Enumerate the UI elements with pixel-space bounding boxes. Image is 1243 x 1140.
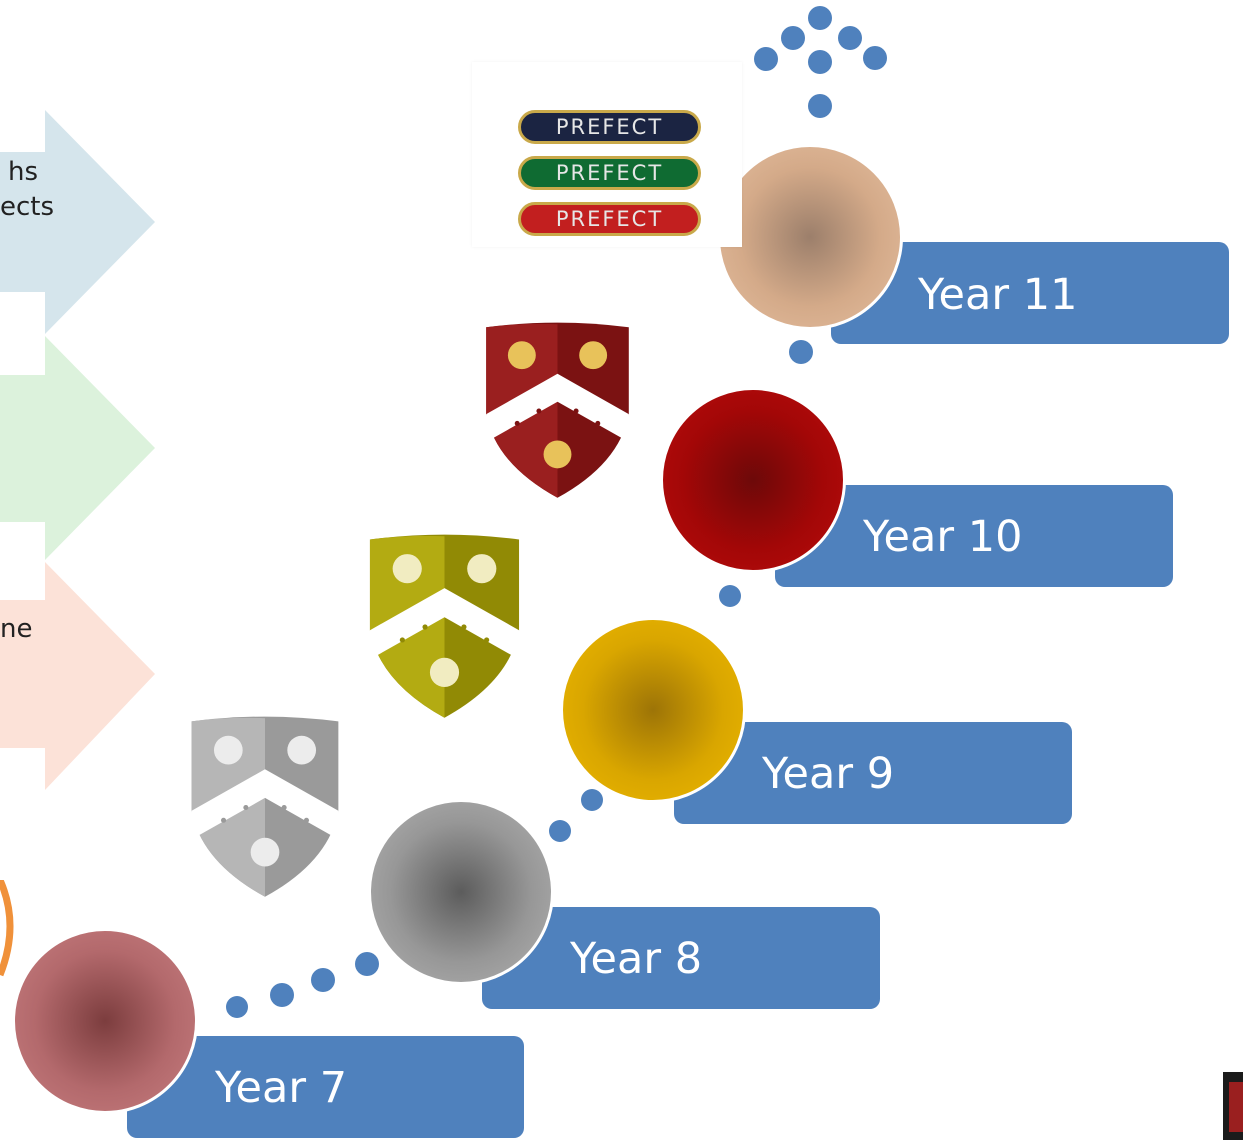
arrow-peach-line-1: ne [0,614,33,644]
connector-dot [581,789,603,811]
arrow-peach-text: ne [0,612,32,647]
prefect-badge-navy: PREFECT [518,110,701,144]
cluster-dot [863,46,887,70]
connector-dot [270,983,294,1007]
cropped-crest-inner [1229,1082,1243,1132]
year-8-label: Year 8 [570,934,703,984]
cropped-crest-icon [1223,1072,1243,1140]
year-10-label: Year 10 [863,512,1023,562]
cluster-dot [808,50,832,74]
connector-dot [808,94,832,118]
year-9-circle [560,617,746,803]
arrow-blue-line-1: hs [8,157,39,187]
arrow-green [0,336,155,560]
connector-dot [719,585,741,607]
connector-dot [355,952,379,976]
connector-dot [226,996,248,1018]
arrow-shapes [0,110,155,790]
year-7-circle [12,928,198,1114]
arrow-blue-text: hs ects [0,155,54,225]
crest-maroon-icon [486,322,629,498]
crest-grey-icon [191,716,339,897]
year-11-circle [717,144,903,330]
prefect-badge-green: PREFECT [518,156,701,190]
arrow-blue [0,110,155,334]
year-9-label: Year 9 [762,749,895,799]
arrow-peach [0,562,155,790]
crest-olive-icon [369,534,520,718]
cluster-dot [754,47,778,71]
year-7-box [127,1036,524,1138]
prefect-badge-red: PREFECT [518,202,701,236]
year-11-label: Year 11 [918,270,1078,320]
cluster-dot [781,26,805,50]
connector-dot [789,340,813,364]
year-7-label: Year 7 [215,1063,348,1113]
cluster-dot [808,6,832,30]
arrow-blue-line-2: ects [0,192,55,223]
cluster-dot [838,26,862,50]
year-8-circle [368,799,554,985]
connector-dot [311,968,335,992]
year-10-circle [660,387,846,573]
orange-partial-shape [0,880,14,977]
connector-dot [549,820,571,842]
year-8-box [482,907,880,1009]
